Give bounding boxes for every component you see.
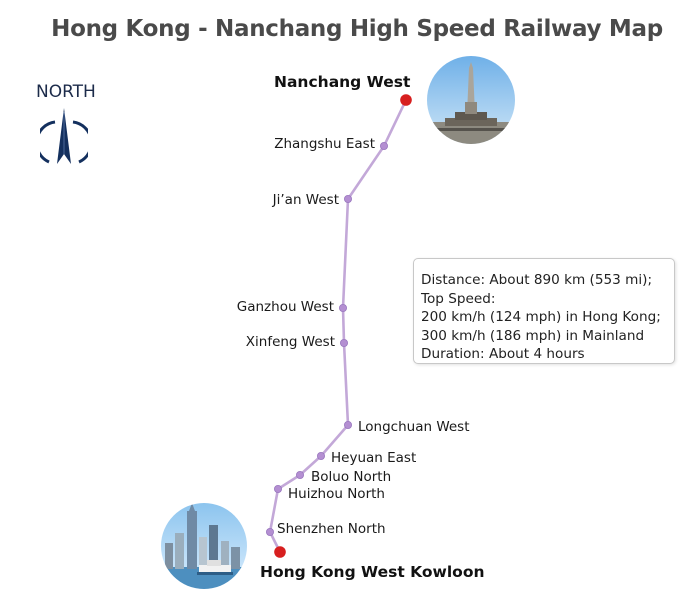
station-label-huizhou-north: Huizhou North	[288, 486, 385, 502]
station-label-longchuan-west: Longchuan West	[358, 419, 470, 435]
terminal-label-nanchang-west: Nanchang West	[274, 73, 411, 91]
station-label-xinfeng-west: Xinfeng West	[246, 334, 335, 350]
info-duration: Duration: About 4 hours	[421, 346, 585, 362]
info-speed-mainland: 300 km/h (186 mph) in Mainland	[421, 327, 645, 344]
map-title: Hong Kong - Nanchang High Speed Railway …	[51, 16, 663, 42]
north-arrow-icon	[40, 108, 88, 164]
terminal-marker-nanchang-west	[400, 94, 412, 106]
station-marker-longchuan-west	[343, 420, 352, 429]
station-marker-jian-west	[343, 194, 352, 203]
station-label-zhangshu-east: Zhangshu East	[274, 136, 375, 152]
station-marker-xinfeng-west	[339, 338, 348, 347]
station-label-ganzhou-west: Ganzhou West	[237, 299, 334, 315]
station-marker-boluo-north	[295, 470, 304, 479]
station-marker-zhangshu-east	[379, 141, 388, 150]
info-speed-hong-kong: 200 km/h (124 mph) in Hong Kong;	[421, 309, 661, 325]
route-info-box: Distance: About 890 km (553 mi); Top Spe…	[413, 258, 675, 364]
north-label: NORTH	[36, 82, 96, 102]
station-label-heyuan-east: Heyuan East	[331, 450, 416, 466]
nanchang-landmark-photo	[427, 56, 515, 144]
station-marker-huizhou-north	[273, 484, 282, 493]
station-marker-shenzhen-north	[265, 528, 274, 537]
station-label-boluo-north: Boluo North	[311, 469, 391, 485]
info-top-speed: Top Speed:	[421, 290, 496, 307]
hong-kong-skyline-photo	[161, 503, 247, 589]
station-marker-ganzhou-west	[338, 303, 347, 312]
station-label-jian-west: Ji’an West	[272, 192, 339, 208]
station-marker-heyuan-east	[316, 451, 325, 460]
terminal-label-hong-kong-west-kowloon: Hong Kong West Kowloon	[260, 563, 485, 581]
info-distance: Distance: About 890 km (553 mi);	[421, 272, 653, 288]
station-label-shenzhen-north: Shenzhen North	[277, 521, 386, 537]
terminal-marker-hong-kong-west-kowloon	[274, 546, 286, 558]
